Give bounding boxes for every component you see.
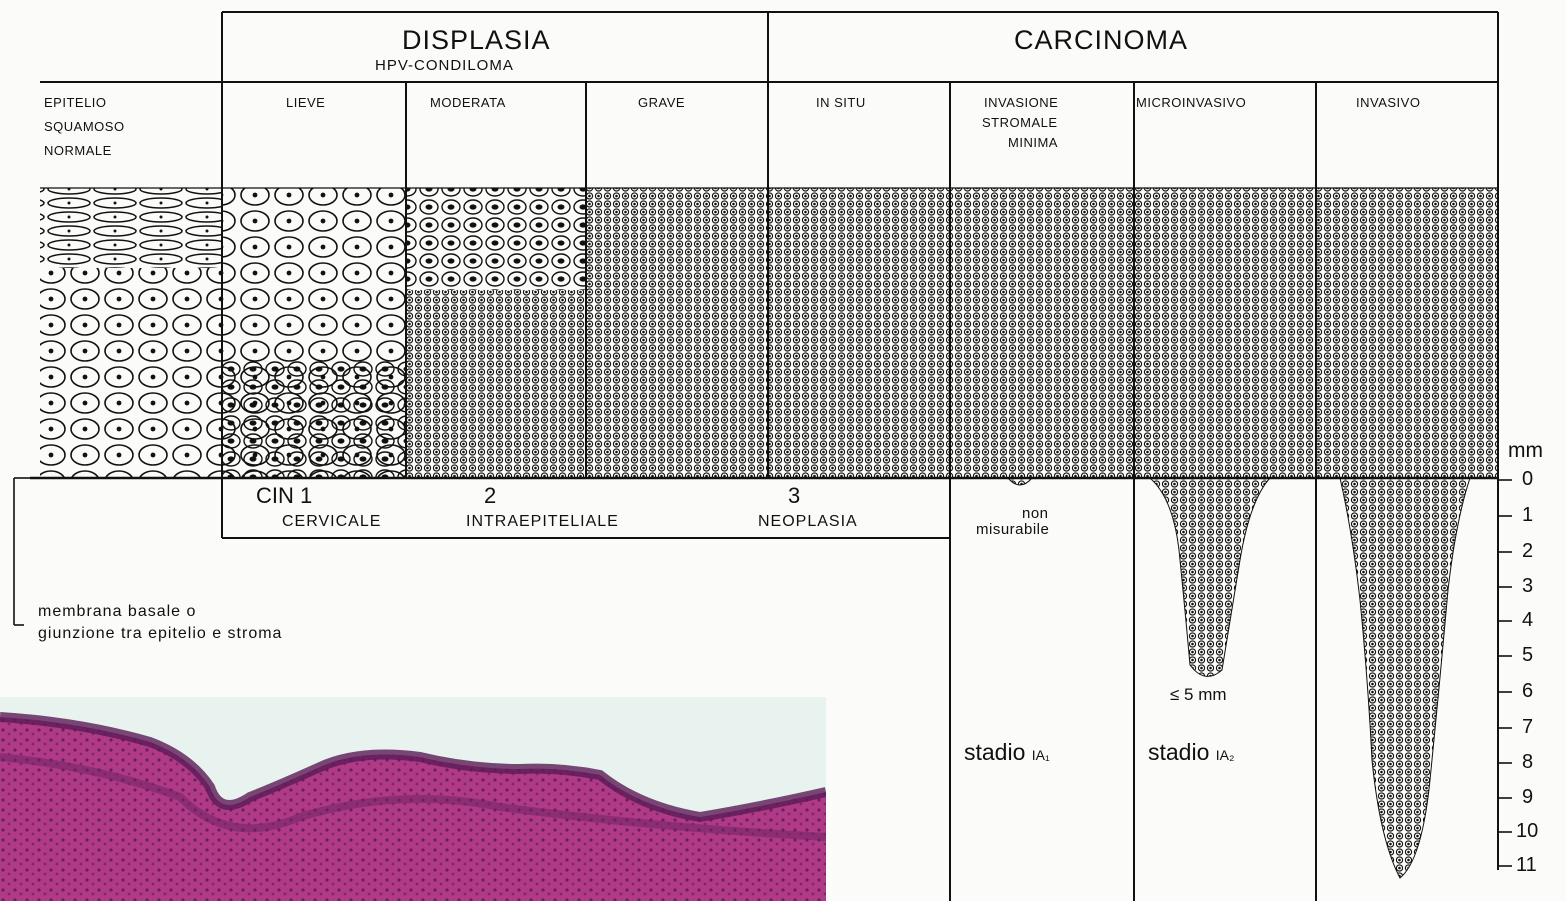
non-misurabile-line2: misurabile — [976, 522, 1049, 538]
col-lieve: LIEVE — [286, 96, 325, 110]
col-normale-line1: EPITELIO — [44, 96, 107, 110]
col-invasione-line3: MINIMA — [1008, 136, 1058, 150]
scale-ticks — [1498, 480, 1512, 866]
scale-tick-5: 5 — [1522, 645, 1533, 666]
header-hpv-condiloma: HPV-CONDILOMA — [375, 58, 514, 74]
scale-tick-3: 3 — [1522, 576, 1533, 597]
stadio-a1-label: stadio IA₁ — [964, 740, 1050, 764]
scale-tick-4: 4 — [1522, 610, 1533, 631]
stadio-a1-code: IA₁ — [1032, 747, 1050, 763]
stadio-a2-label: stadio IA₂ — [1148, 740, 1234, 764]
col-in-situ: IN SITU — [816, 96, 866, 110]
non-misurabile-line1: non — [1022, 506, 1049, 522]
scale-tick-0: 0 — [1522, 469, 1533, 490]
col-invasione-line2: STROMALE — [982, 116, 1058, 130]
scale-tick-8: 8 — [1522, 752, 1533, 773]
invasive-tongues — [1008, 478, 1470, 878]
stadio-a1-word: stadio — [964, 739, 1025, 765]
col-moderata: MODERATA — [430, 96, 506, 110]
col-normale-line3: NORMALE — [44, 144, 112, 158]
scale-tick-9: 9 — [1522, 787, 1533, 808]
header-displasia: DISPLASIA — [402, 26, 551, 54]
membrane-note-line1: membrana basale o — [38, 604, 196, 621]
col-normale-line2: SQUAMOSO — [44, 120, 125, 134]
cin-neoplasia: NEOPLASIA — [758, 514, 858, 531]
cin-intraepiteliale: INTRAEPITELIALE — [466, 514, 619, 531]
header-carcinoma: CARCINOMA — [1014, 26, 1188, 54]
scale-tick-11: 11 — [1516, 855, 1537, 876]
scale-tick-6: 6 — [1522, 681, 1533, 702]
cin-2-label: 2 — [484, 484, 496, 507]
col-invasione-line1: INVASIONE — [984, 96, 1058, 110]
cin-1-label: CIN 1 — [256, 484, 312, 507]
col-grave: GRAVE — [638, 96, 685, 110]
scale-tick-2: 2 — [1522, 541, 1533, 562]
col-invasivo: INVASIVO — [1356, 96, 1420, 110]
cin-3-label: 3 — [788, 484, 800, 507]
stadio-a2-word: stadio — [1148, 739, 1209, 765]
scale-tick-10: 10 — [1516, 821, 1538, 842]
scale-tick-7: 7 — [1522, 717, 1533, 738]
membrane-note-line2: giunzione tra epitelio e stroma — [38, 626, 282, 643]
depth-limit-label: ≤ 5 mm — [1170, 686, 1227, 704]
col-microinvasivo: MICROINVASIVO — [1136, 96, 1246, 110]
cin-cervicale: CERVICALE — [282, 514, 381, 531]
scale-tick-1: 1 — [1522, 505, 1533, 526]
histology-photo — [0, 697, 826, 901]
stadio-a2-code: IA₂ — [1216, 747, 1235, 763]
scale-unit: mm — [1508, 440, 1543, 462]
